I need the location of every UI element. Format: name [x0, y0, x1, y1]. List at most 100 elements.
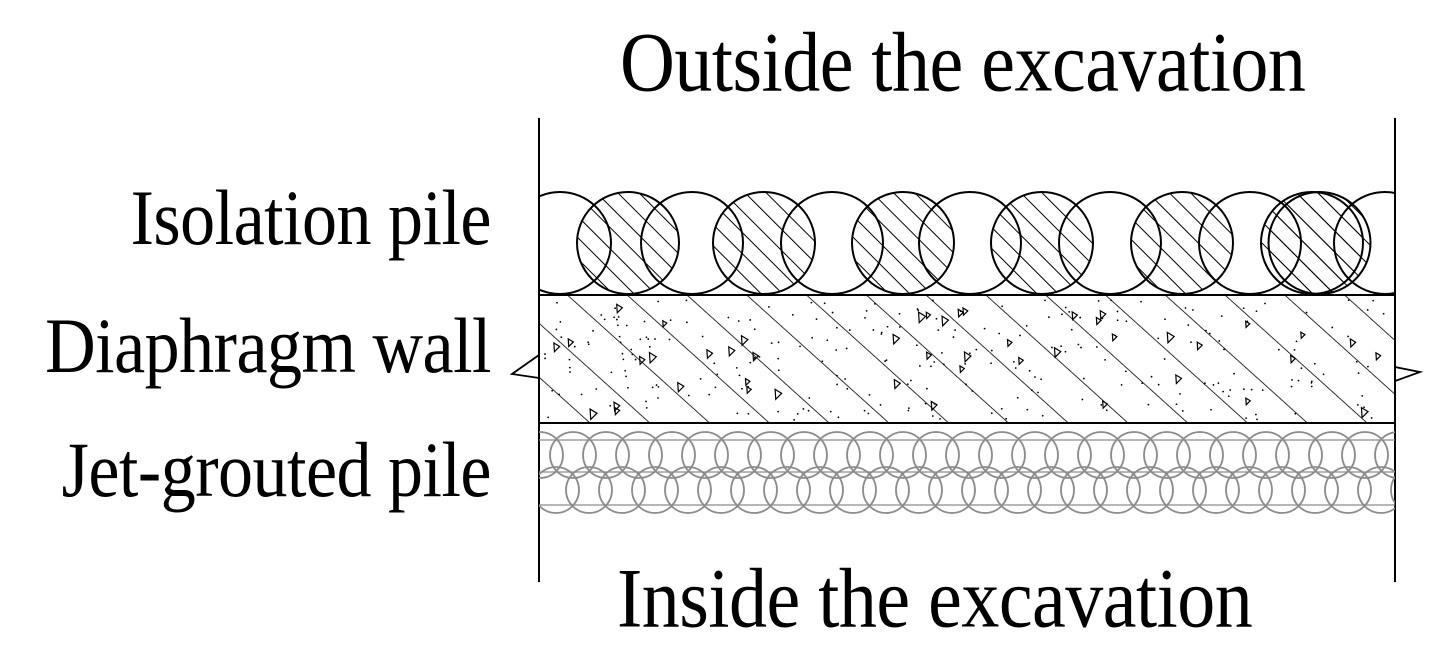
- aggregate-dot: [1250, 388, 1253, 391]
- aggregate-dot: [880, 333, 883, 335]
- aggregate-dot: [777, 369, 780, 372]
- aggregate-dot: [625, 324, 628, 327]
- aggregate-dot: [1294, 412, 1297, 415]
- aggregate-dot: [1264, 302, 1266, 305]
- aggregate-dot: [1068, 311, 1071, 313]
- aggregate-triangle: [963, 350, 972, 364]
- aggregate-dot: [885, 359, 888, 362]
- jet-grout-circle: [895, 466, 943, 514]
- aggregate-dot: [1242, 388, 1245, 391]
- aggregate-dot: [555, 328, 558, 331]
- aggregate-dot: [1370, 417, 1373, 419]
- aggregate-dot: [868, 393, 871, 396]
- aggregate-dot: [587, 341, 590, 344]
- aggregate-triangle: [941, 315, 950, 328]
- jet-grout-circle: [780, 431, 828, 479]
- aggregate-dot: [933, 402, 936, 405]
- aggregate-dot: [1124, 370, 1127, 373]
- aggregate-dot: [560, 336, 563, 339]
- aggregate-dot: [1310, 380, 1313, 383]
- aggregate-triangle: [774, 388, 783, 401]
- hatched-pile-circle: [1130, 191, 1234, 295]
- jet-grout-circle: [813, 431, 861, 479]
- aggregate-triangle: [589, 407, 598, 421]
- aggregate-dot: [747, 385, 749, 388]
- right-break-mark: [1394, 366, 1424, 382]
- aggregate-dot: [587, 343, 590, 346]
- aggregate-dot: [1291, 378, 1293, 381]
- aggregate-triangle: [728, 345, 736, 358]
- jet-grout-circle: [549, 431, 597, 479]
- aggregate-dot: [654, 338, 656, 340]
- aggregate-dot: [727, 316, 730, 319]
- jet-grout-circle: [747, 431, 795, 479]
- aggregate-dot: [1363, 406, 1365, 409]
- aggregate-dot: [657, 385, 660, 388]
- aggregate-dot: [886, 325, 889, 328]
- aggregate-dot: [1295, 340, 1298, 343]
- aggregate-dot: [758, 355, 761, 358]
- jet-grout-circle: [862, 466, 910, 514]
- aggregate-dot: [864, 316, 866, 319]
- aggregate-triangle: [1053, 346, 1062, 359]
- aggregate-dot: [1019, 334, 1021, 337]
- aggregate-dot: [1310, 385, 1313, 388]
- hatched-pile-circle: [576, 191, 680, 295]
- aggregate-dot: [621, 352, 624, 355]
- aggregate-dot: [1210, 408, 1212, 411]
- jet-grout-circle: [1093, 466, 1141, 514]
- aggregate-dot: [735, 366, 738, 369]
- aggregate-dot: [1005, 417, 1008, 420]
- jet-grout-circle: [664, 466, 712, 514]
- aggregate-dot: [1051, 346, 1053, 349]
- aggregate-triangle: [744, 377, 751, 387]
- hatched-pile-circle: [1260, 191, 1364, 295]
- aggregate-dot: [610, 371, 613, 374]
- aggregate-dot: [1179, 392, 1181, 395]
- aggregate-dot: [1331, 326, 1334, 329]
- aggregate-dot: [1347, 335, 1349, 338]
- jet-grout-circle: [945, 431, 993, 479]
- aggregate-dot: [1190, 341, 1192, 344]
- aggregate-dot: [880, 331, 883, 334]
- aggregate-dot: [1222, 390, 1225, 393]
- aggregate-dot: [983, 327, 986, 330]
- aggregate-dot: [835, 349, 838, 351]
- aggregate-dot: [823, 302, 826, 305]
- aggregate-dot: [1105, 409, 1108, 412]
- jet-grout-circle: [1110, 431, 1158, 479]
- aggregate-dot: [1191, 309, 1194, 311]
- jet-grout-circle: [879, 431, 927, 479]
- aggregate-dot: [1016, 396, 1019, 399]
- jet-grout-circle: [1324, 466, 1372, 514]
- aggregate-dot: [1037, 391, 1039, 394]
- aggregate-dot: [768, 306, 770, 308]
- aggregate-dot: [616, 324, 619, 327]
- aggregate-dot: [1080, 346, 1082, 349]
- aggregate-dot: [865, 309, 868, 312]
- diaphragm-wall: [539, 294, 1395, 424]
- aggregate-dot: [1116, 310, 1119, 313]
- jet-grouted-pile-row: [539, 431, 1395, 514]
- aggregate-dot: [837, 416, 840, 419]
- aggregate-dot: [1208, 332, 1211, 335]
- aggregate-dot: [569, 371, 571, 373]
- aggregate-dot: [1101, 317, 1104, 320]
- aggregate-dot: [777, 410, 779, 413]
- aggregate-triangle: [1360, 406, 1369, 419]
- aggregate-dot: [925, 387, 928, 390]
- diaphragm-wall-label: Diaphragm wall: [45, 303, 491, 390]
- jet-grout-circle: [1176, 431, 1224, 479]
- jet-grout-circle: [1374, 431, 1395, 479]
- aggregate-dot: [639, 338, 642, 341]
- aggregate-dot: [753, 357, 756, 359]
- aggregate-dot: [645, 336, 648, 339]
- jet-grout-circle: [1275, 431, 1323, 479]
- aggregate-dot: [821, 360, 824, 363]
- isolation-pile-label: Isolation pile: [130, 175, 492, 262]
- aggregate-dot: [1310, 382, 1313, 384]
- aggregate-dot: [835, 326, 838, 329]
- aggregate-dot: [906, 383, 909, 386]
- jet-grout-circle: [1357, 466, 1395, 514]
